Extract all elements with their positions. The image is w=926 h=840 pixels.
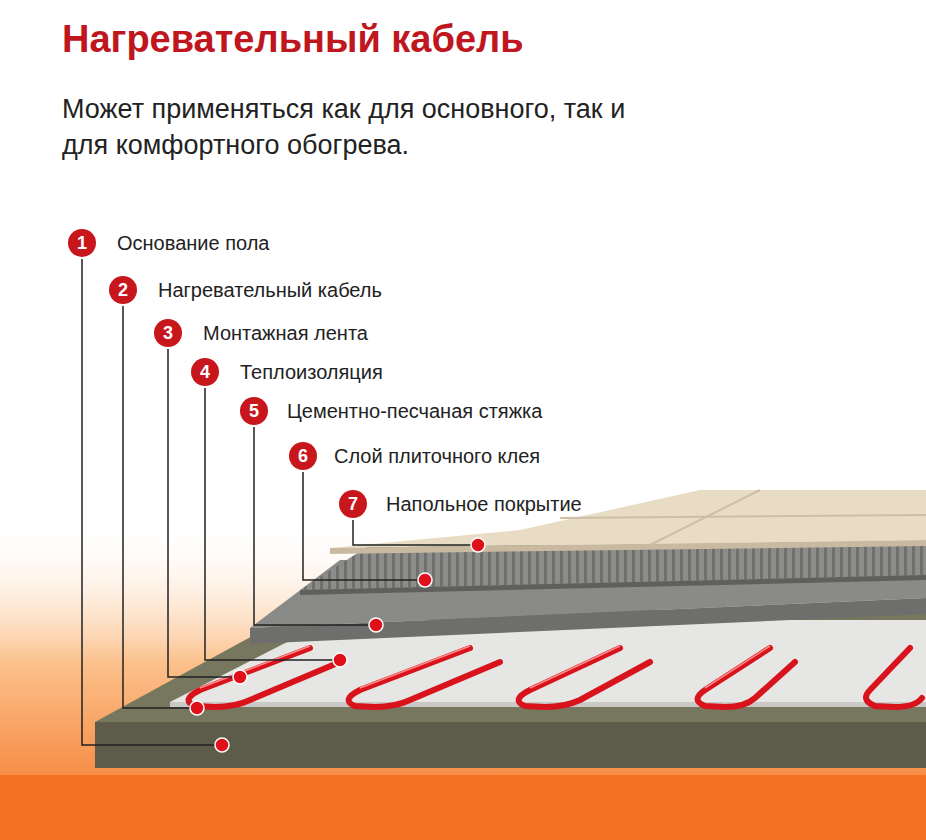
tile-seams xyxy=(560,490,926,545)
floor-tiles xyxy=(330,490,926,548)
part-name: Напольное покрытие xyxy=(386,492,582,516)
part-name: Цементно-песчаная стяжка xyxy=(287,399,542,423)
subtitle: Может применяться как для основного, так… xyxy=(62,91,672,163)
floor-base-front xyxy=(95,722,926,768)
orange-ground xyxy=(0,520,926,840)
title: Нагревательный кабель xyxy=(62,18,524,61)
tile-edge xyxy=(330,540,926,554)
cable-highlight xyxy=(200,646,770,688)
callout-number: 5 xyxy=(240,397,268,425)
callout-number: 3 xyxy=(154,319,182,347)
part-name: Монтажная лента xyxy=(203,321,368,345)
orange-band xyxy=(0,775,926,840)
callout-number: 6 xyxy=(289,442,317,470)
part-name: Теплоизоляция xyxy=(240,360,383,384)
part-name: Слой плиточного клея xyxy=(334,444,540,468)
leader-dots xyxy=(190,538,485,752)
callout-number: 7 xyxy=(339,490,367,518)
callout-number: 1 xyxy=(68,229,96,257)
callout-number: 4 xyxy=(191,358,219,386)
adhesive-edge xyxy=(300,575,926,595)
part-name: Нагревательный кабель xyxy=(158,278,382,302)
screed-front xyxy=(250,598,926,644)
callout-number: 2 xyxy=(109,276,137,304)
part-name: Основание пола xyxy=(117,231,269,255)
heating-cable xyxy=(189,648,922,707)
